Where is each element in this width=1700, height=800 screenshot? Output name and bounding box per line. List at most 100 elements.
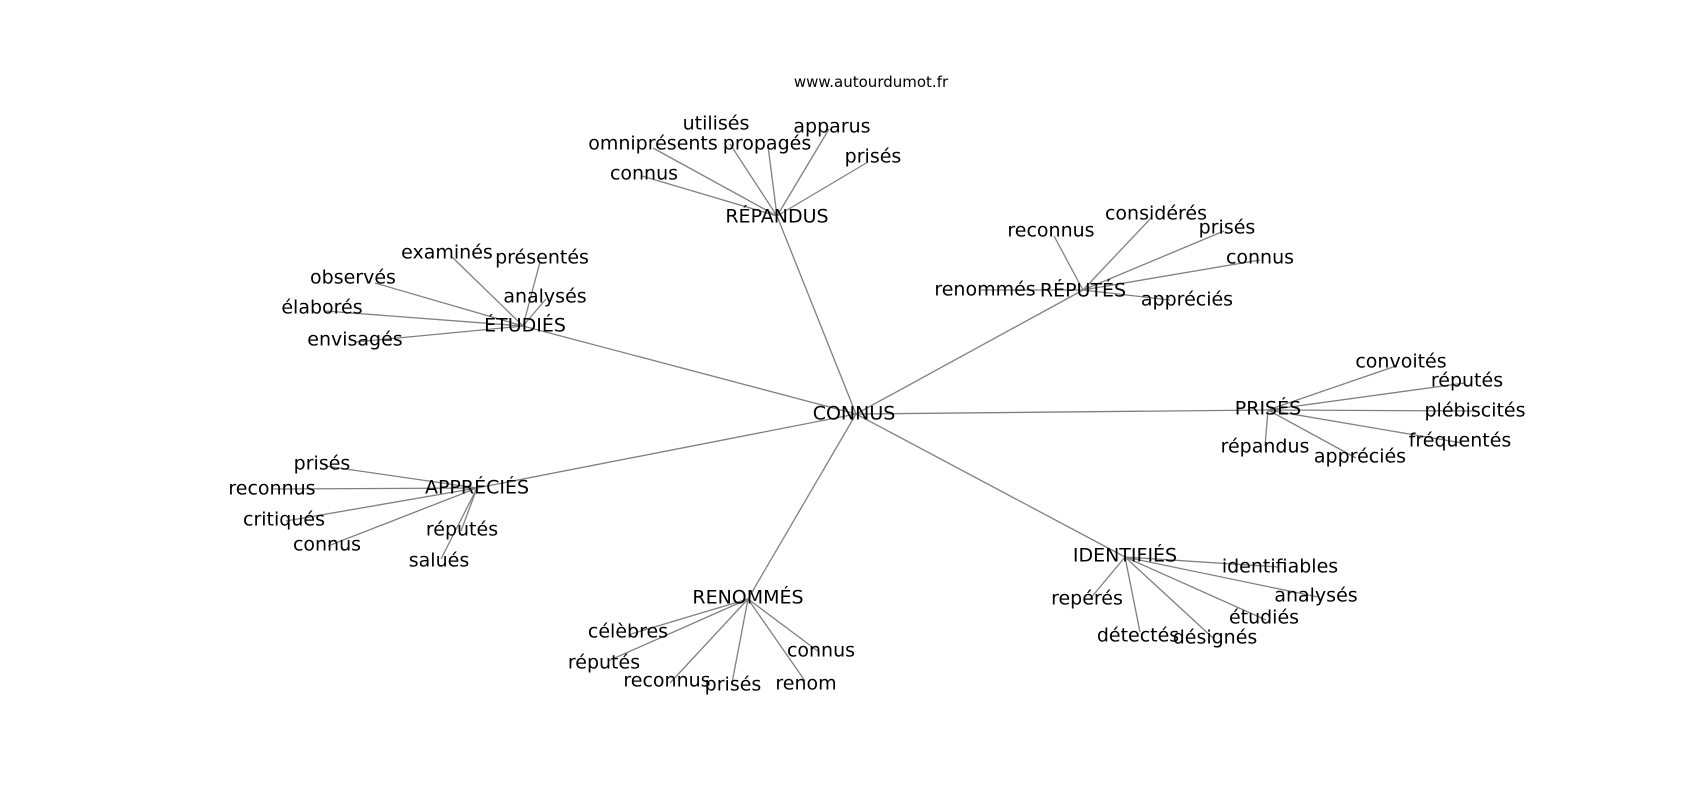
edge [747,598,806,682]
group-node: IDENTIFIÉS [1073,544,1177,567]
leaf-word: appréciés [1141,289,1233,311]
edge [1124,556,1214,639]
edge [669,598,749,684]
leaf-word: appréciés [1314,446,1406,468]
group-node: RÉPUTÉS [1040,279,1126,302]
leaf-word: connus [293,534,361,556]
edge [731,598,749,684]
edge [522,325,857,415]
group-node: RENOMMÉS [692,586,803,609]
edge [607,598,749,662]
leaf-word: détectés [1097,625,1179,647]
edge [460,487,478,532]
edge [641,175,778,217]
edge [1124,556,1267,621]
group-node: PRISÉS [1235,397,1301,420]
leaf-word: identifiables [1222,556,1338,578]
edge [1082,230,1225,291]
group-node: RÉPANDUS [725,205,828,228]
edge [1089,556,1126,600]
leaf-word: célèbres [588,621,668,643]
labels-layer: CONNUS RÉPANDUS utilisés apparus omniprésent… [228,113,1525,696]
leaf-word: désignés [1173,627,1258,649]
leaf-word: reconnus [623,670,710,692]
leaf-word: convoités [1355,351,1446,373]
leaf-word: prisés [1199,217,1256,239]
group-node: APPRÉCIÉS [425,476,529,499]
edge [1124,556,1319,598]
leaf-word: connus [1226,247,1294,269]
edge [1267,409,1357,459]
edge [522,261,541,327]
edge [440,487,478,560]
leaf-word: répandus [1221,436,1310,458]
leaf-word: analysés [503,286,586,308]
source-watermark: www.autourdumot.fr [793,73,949,91]
leaf-word: prisés [705,674,762,696]
edge [476,413,857,489]
edge [324,465,478,489]
leaf-word: connus [787,640,855,662]
center-node: CONNUS [813,403,896,425]
leaf-word: fréquentés [1409,430,1512,452]
edge [1267,365,1397,411]
edge [1053,235,1084,291]
leaf-word: élaborés [281,297,362,319]
leaf-word: reconnus [1007,220,1094,242]
leaf-word: connus [610,163,678,185]
leaf-word: prisés [294,453,351,475]
leaf-word: étudiés [1229,607,1299,629]
leaf-word: examinés [401,242,493,264]
leaf-word: réputés [568,652,640,674]
leaf-word: omniprésents [588,133,718,155]
leaf-word: plébiscités [1424,400,1525,422]
leaf-word: renommés [934,279,1035,301]
leaf-word: propagés [723,133,811,155]
edge [630,598,749,635]
edge [327,487,478,547]
leaf-word: salués [409,550,469,572]
leaf-word: apparus [793,116,870,138]
edge [855,409,1269,415]
edge [855,413,1126,558]
edge [522,298,547,327]
edge [1267,409,1463,444]
edge [355,325,524,343]
edge [374,282,524,327]
edge [1124,556,1141,633]
leaf-word: prisés [845,146,902,168]
leaf-word: envisagés [307,329,402,351]
edge [285,487,478,522]
leaf-word: renom [775,673,836,695]
leaf-word: analysés [1274,585,1357,607]
leaf-word: repérés [1051,588,1123,610]
edge [1264,409,1269,447]
edge [1082,289,1171,301]
edge [747,413,857,600]
leaf-word: présentés [495,247,589,269]
leaf-word: réputés [426,519,498,541]
edge [1267,409,1475,412]
edge [776,161,869,217]
edge [324,310,524,327]
leaf-word: observés [310,267,396,289]
edge [1082,216,1153,291]
leaf-word: utilisés [683,113,750,135]
edge [451,256,524,327]
edge [271,487,478,490]
edge [767,145,778,217]
leaf-word: critiqués [243,509,325,531]
edge [652,147,778,217]
leaf-word: reconnus [228,478,315,500]
edge [1267,382,1466,411]
edge [747,598,820,653]
edge [855,289,1084,415]
group-node: ÉTUDIÉS [484,314,566,337]
edge [1082,259,1261,291]
edge [1124,556,1280,568]
leaf-word: considérés [1105,203,1207,225]
leaf-word: réputés [1431,370,1503,392]
edge [729,143,778,217]
edge [776,128,830,217]
